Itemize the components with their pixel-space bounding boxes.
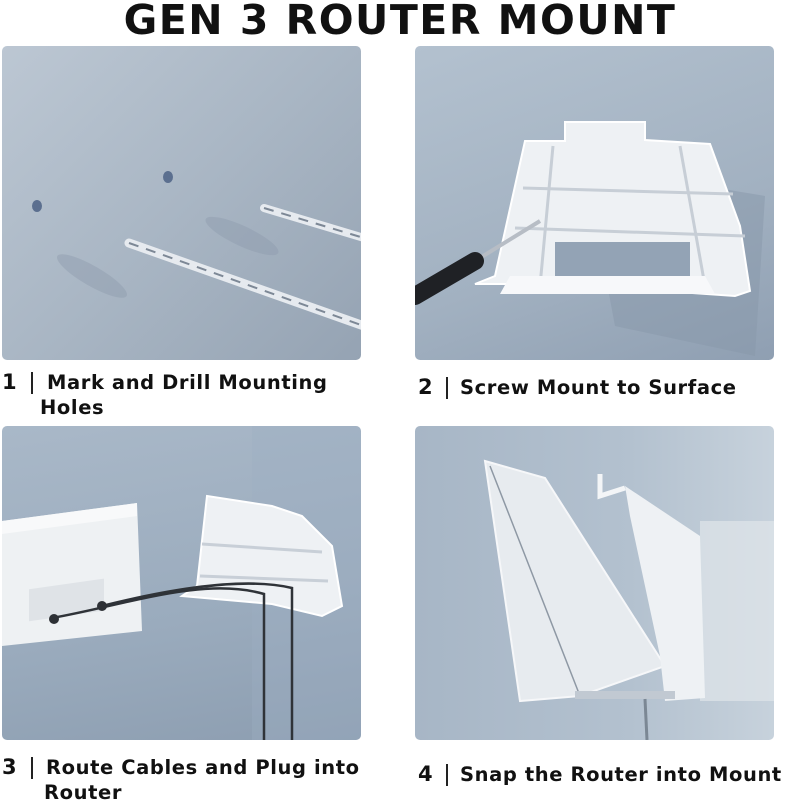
separator bbox=[31, 757, 33, 779]
step-2-image bbox=[415, 46, 774, 360]
step-number: 2 bbox=[418, 375, 434, 399]
separator bbox=[446, 764, 448, 786]
step-3-image bbox=[2, 426, 361, 740]
page-title: GEN 3 ROUTER MOUNT bbox=[123, 0, 677, 44]
separator bbox=[446, 377, 448, 399]
router-cables-illustration bbox=[2, 426, 361, 740]
mount-screwdriver-illustration bbox=[415, 121, 765, 356]
separator bbox=[31, 372, 33, 394]
step-1-caption: 1 Mark and Drill Mounting Holes bbox=[2, 370, 382, 420]
step-label: Snap the Router into Mount bbox=[460, 763, 782, 786]
step-4-caption: 4 Snap the Router into Mount bbox=[418, 762, 800, 787]
step-4-image bbox=[415, 426, 774, 740]
step-label: Mark and Drill Mounting bbox=[47, 371, 328, 394]
step-label-continued: Router bbox=[44, 781, 123, 804]
drill-bits-illustration bbox=[32, 171, 361, 330]
router-in-mount-illustration bbox=[483, 459, 774, 740]
step-label: Screw Mount to Surface bbox=[460, 376, 737, 399]
step-label: Route Cables and Plug into bbox=[46, 756, 360, 779]
drill-bit-icon bbox=[260, 204, 361, 242]
step-2-caption: 2 Screw Mount to Surface bbox=[418, 375, 798, 400]
step-label-continued: Holes bbox=[40, 396, 105, 419]
screwdriver-icon bbox=[415, 219, 542, 305]
drill-bit-icon bbox=[124, 238, 361, 330]
step-1-image bbox=[2, 46, 361, 360]
step-number: 3 bbox=[2, 755, 18, 779]
step-3-caption: 3 Route Cables and Plug into Router bbox=[2, 755, 392, 805]
step-number: 4 bbox=[418, 762, 434, 786]
step-number: 1 bbox=[2, 370, 18, 394]
